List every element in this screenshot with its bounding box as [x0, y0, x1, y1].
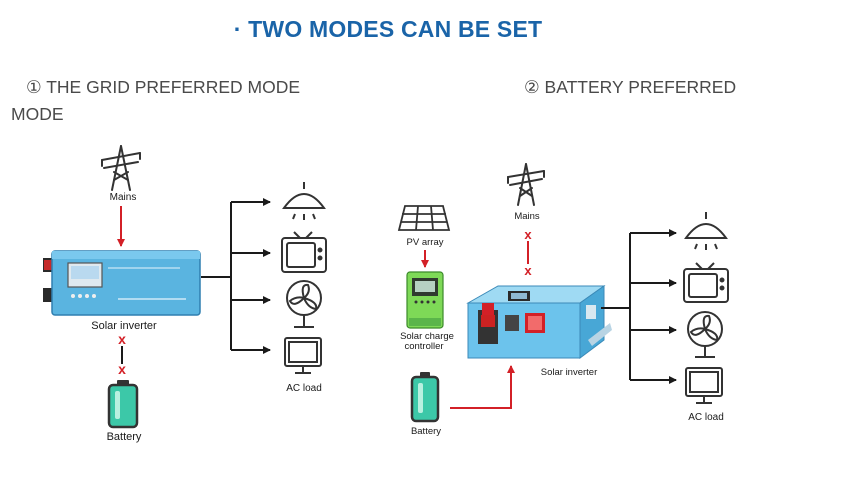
- mode1-ac-load-label: AC load: [286, 383, 322, 394]
- mode2-controller-label-1: Solar charge: [400, 331, 454, 342]
- lamp-icon: [684, 212, 728, 250]
- mode2-battery-label: Battery: [411, 426, 441, 437]
- mode1-battery-label: Battery: [107, 431, 142, 443]
- mode2-mains-label: Mains: [514, 211, 540, 222]
- mode1-blocked-x-upper: x: [118, 331, 126, 347]
- mode1-inverter-label: Solar inverter: [91, 320, 157, 332]
- solar-inverter-device: [466, 285, 612, 359]
- fan-icon: [286, 280, 322, 328]
- power-tower-icon: [507, 163, 545, 206]
- tv-icon: [683, 262, 729, 303]
- monitor-icon: [685, 367, 723, 404]
- monitor-icon: [284, 337, 322, 374]
- fan-icon: [687, 311, 723, 358]
- battery-to-inverter-arrow: [450, 365, 515, 409]
- mode2-blocked-x-lower: x: [524, 263, 532, 278]
- mode2-ac-load-label: AC load: [688, 412, 724, 423]
- mode2-title: ② BATTERY PREFERRED: [524, 77, 737, 97]
- power-tower-icon: [101, 145, 141, 191]
- mode2-pv-label: PV array: [407, 237, 444, 248]
- solar-panel-icon: [397, 205, 451, 231]
- mode2-inverter-label: Solar inverter: [541, 367, 598, 378]
- mode1-distribution-lines: [201, 198, 271, 354]
- mode2-distribution-lines: [601, 229, 677, 384]
- tv-icon: [281, 231, 327, 273]
- page-title: · TWO MODES CAN BE SET: [233, 16, 543, 42]
- lamp-icon: [282, 182, 326, 220]
- solar-inverter-device: [43, 250, 201, 316]
- battery-icon: [410, 372, 440, 423]
- battery-icon: [107, 380, 139, 429]
- mode1-blocked-x-lower: x: [118, 361, 126, 377]
- mode2-controller-label-2: controller: [404, 341, 443, 352]
- charge-controller-device: [406, 271, 444, 329]
- mode1-title-wrap: MODE: [11, 104, 64, 124]
- mode1-mains-label: Mains: [110, 192, 137, 203]
- mode2-blocked-x-upper: x: [524, 227, 532, 242]
- mode1-title: ① THE GRID PREFERRED MODE: [26, 77, 301, 97]
